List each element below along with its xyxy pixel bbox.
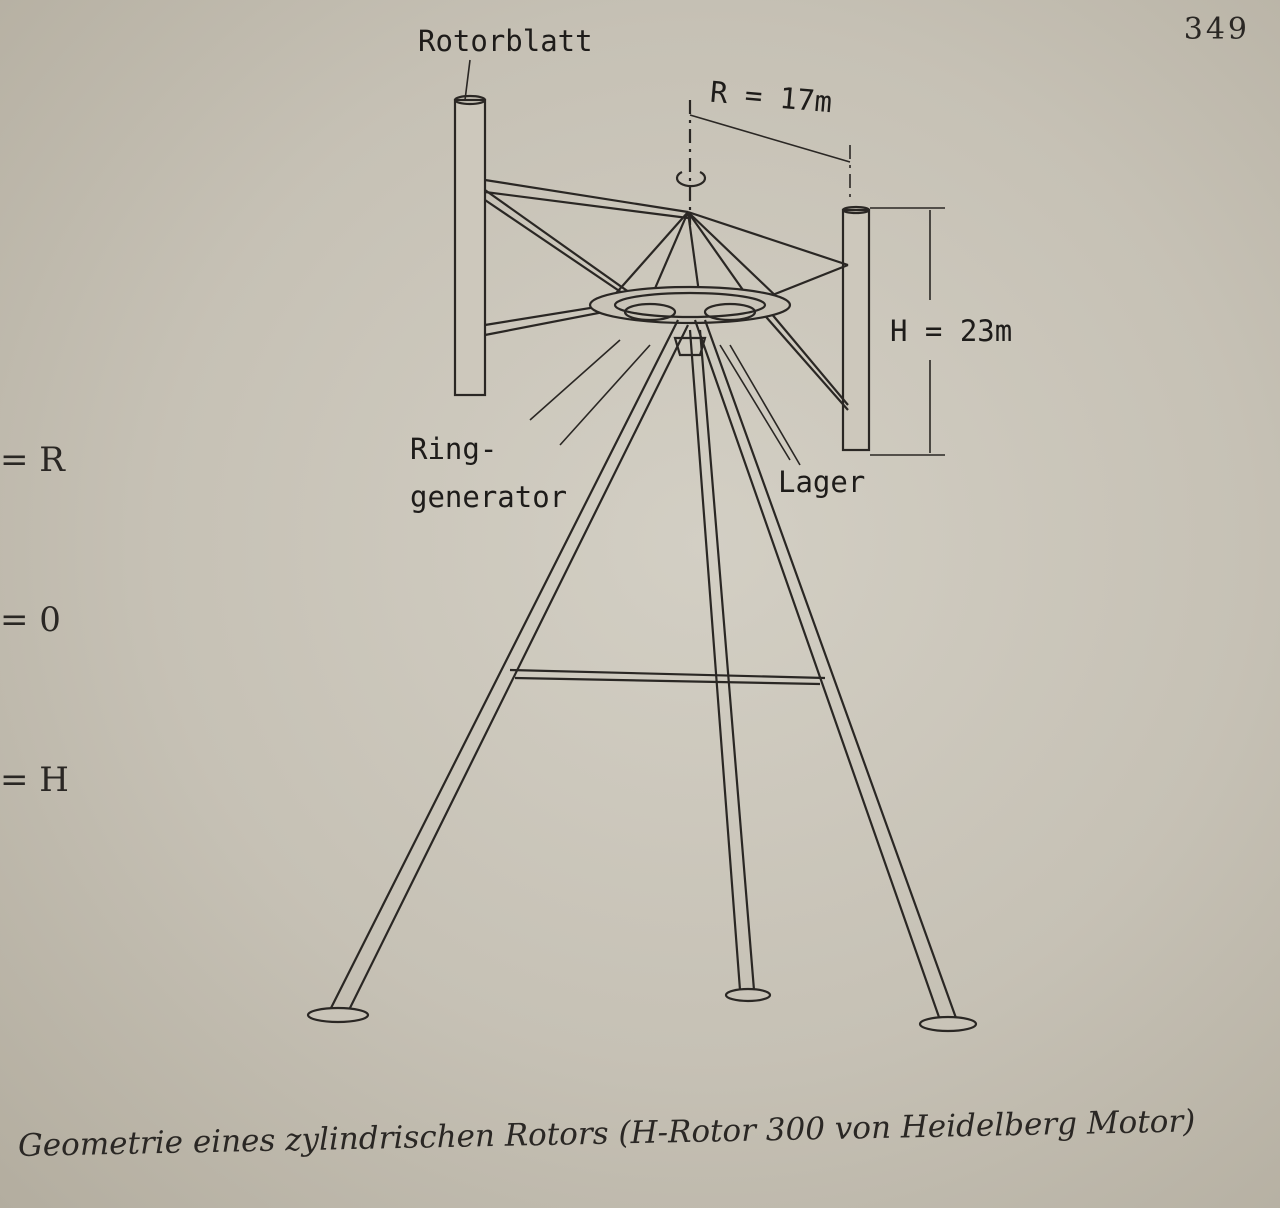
page-number: 349 [1183, 12, 1250, 47]
ring-generator-label-2: generator [410, 480, 568, 514]
margin-equation: = R [0, 440, 65, 480]
right-rotor-blade [841, 205, 871, 452]
rotor-blade-label: Rotorblatt [418, 24, 593, 58]
margin-equation: = H [0, 760, 69, 800]
tripod-tower [306, 319, 978, 1033]
bearing-label: Lager [778, 465, 866, 499]
margin-equation: = 0 [0, 600, 61, 640]
rotor-arms [484, 100, 849, 411]
ring-generator [588, 285, 792, 357]
dimension-lines [464, 59, 945, 466]
ring-generator-label-1: Ring- [410, 432, 498, 466]
height-label: H = 23m [890, 314, 1013, 348]
rotation-arrow-icon [675, 171, 707, 188]
left-rotor-blade [453, 94, 487, 397]
